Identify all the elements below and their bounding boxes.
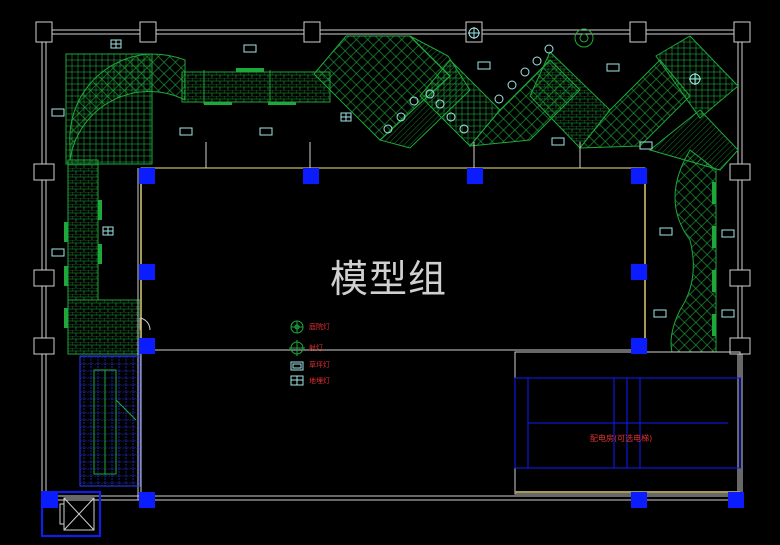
structural-columns	[42, 168, 744, 508]
stairwell	[79, 355, 141, 487]
ringed-cross-circle-icon	[290, 320, 304, 334]
zigzag-garden	[313, 28, 739, 171]
grid-box-icon	[290, 375, 304, 386]
paved-walkway-left	[64, 53, 186, 355]
rect-light-icon	[290, 361, 304, 371]
legend-label-lawn-light: 草坪灯	[309, 361, 330, 369]
elevator-shaft	[41, 491, 101, 537]
legend-label-spotlight: 射灯	[309, 344, 323, 352]
outer-walls	[41, 29, 743, 501]
buried-light-fixtures	[102, 39, 352, 236]
drawing-title: 模型组	[330, 257, 448, 301]
courtyard-lamp-fixtures	[383, 27, 701, 134]
wavy-planter-right	[670, 149, 717, 353]
legend-label-courtyard-lamp: 庭院灯	[309, 323, 330, 331]
boundary-piers	[33, 21, 751, 355]
legend-label-buried-light: 地埋灯	[309, 377, 330, 385]
door-symbol	[139, 317, 151, 331]
crosshair-circle-icon	[289, 340, 305, 356]
paved-walkway-top	[181, 68, 331, 105]
legend-symbols	[289, 320, 305, 386]
distribution-room	[514, 351, 741, 495]
distribution-room-label: 配电房(可选电梯)	[590, 434, 653, 443]
interior-courtyard	[137, 142, 646, 500]
lawn-light-fixtures	[51, 44, 735, 318]
